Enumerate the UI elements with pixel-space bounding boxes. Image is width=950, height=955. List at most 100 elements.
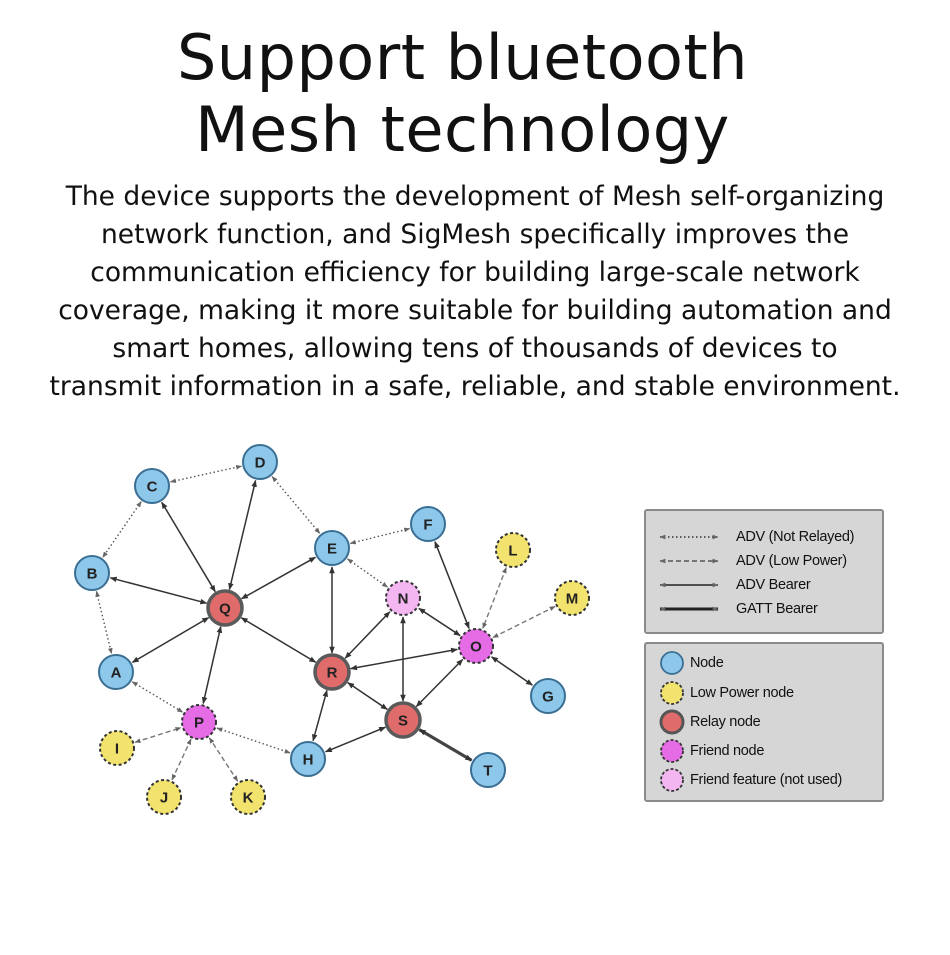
node-circle (242, 444, 278, 480)
node-o: O (458, 628, 494, 664)
node-circle (99, 730, 135, 766)
node-circle (385, 580, 421, 616)
legend-label: Node (690, 655, 724, 671)
edge-S-T (418, 728, 473, 762)
legend-label: ADV (Not Relayed) (736, 529, 855, 545)
node-label: C (147, 479, 158, 496)
node-circle (74, 555, 110, 591)
node-circle-icon (660, 651, 684, 675)
node-circle (314, 530, 350, 566)
node-r: R (313, 653, 351, 691)
node-circle (458, 628, 494, 664)
edge-O-G (491, 656, 533, 686)
node-t: T (470, 752, 506, 788)
node-circle (230, 779, 266, 815)
low-power-circle-icon (660, 681, 684, 705)
node-label: O (470, 639, 482, 656)
legend-friend-node: Friend node (646, 739, 882, 763)
node-circle (146, 779, 182, 815)
double-arrow-icon (659, 606, 719, 612)
edge-B-A (95, 590, 113, 655)
legend-label: Low Power node (690, 685, 794, 701)
node-p: P (181, 704, 217, 740)
edge-I-P (134, 727, 182, 743)
edge-R-N (344, 611, 391, 659)
edge-C-Q (161, 501, 216, 593)
friend-unused-circle-icon (660, 768, 684, 792)
dashed-arrow-icon (659, 558, 719, 564)
edge-E-N (347, 558, 388, 588)
node-n: N (385, 580, 421, 616)
network-edges (95, 464, 556, 782)
relay-circle-icon (659, 709, 685, 735)
node-b: B (74, 555, 110, 591)
node-circle (206, 589, 244, 627)
description-line-4: coverage, making it more suitable for bu… (58, 295, 892, 326)
node-g: G (530, 678, 566, 714)
edge-S-H (324, 726, 387, 753)
edge-F-O (434, 541, 470, 629)
node-label: N (398, 591, 409, 608)
node-circle (98, 654, 134, 690)
node-label: K (243, 790, 254, 807)
edge-Q-E (240, 556, 317, 600)
node-circle (181, 704, 217, 740)
description-line-3: communication efficiency for building la… (90, 257, 860, 288)
description-line-6: transmit information in a safe, reliable… (49, 371, 901, 402)
edge-P-H (216, 727, 291, 754)
node-label: I (115, 741, 119, 758)
node-label: T (483, 763, 492, 780)
edge-A-P (131, 681, 184, 713)
node-circle (410, 506, 446, 542)
node-label: M (566, 591, 579, 608)
legend-label: Relay node (690, 714, 761, 730)
legend-label: Friend node (690, 743, 765, 759)
edge-Q-P (201, 625, 223, 705)
legend-adv-bearer: ADV Bearer (646, 573, 882, 597)
edge-D-Q (228, 479, 257, 591)
legend-node: Node (646, 651, 882, 675)
node-label: F (423, 517, 432, 534)
edge-M-O (492, 605, 556, 639)
line-legend: ADV (Not Relayed) ADV (Low Power) ADV Be… (644, 509, 884, 634)
edge-C-B (102, 501, 142, 558)
friend-circle-icon (660, 739, 684, 763)
legend-label: GATT Bearer (736, 601, 818, 617)
node-l: L (495, 532, 531, 568)
node-label: J (160, 790, 168, 807)
node-circle (554, 580, 590, 616)
legend-adv-not-relayed: ADV (Not Relayed) (646, 525, 882, 549)
node-label: S (398, 713, 408, 730)
node-j: J (146, 779, 182, 815)
legend-relay-node: Relay node (646, 709, 882, 735)
node-q: Q (206, 589, 244, 627)
edge-Q-A (131, 616, 210, 664)
node-s: S (384, 701, 422, 739)
node-circle (470, 752, 506, 788)
edge-C-D (169, 464, 243, 484)
description-line-2: network function, and SigMesh specifical… (100, 219, 850, 250)
edge-R-S (347, 682, 388, 710)
node-a: A (98, 654, 134, 690)
node-circle (313, 653, 351, 691)
node-m: M (554, 580, 590, 616)
description: The device supports the development of M… (30, 178, 920, 406)
edge-D-E (271, 476, 321, 534)
edge-O-R (350, 647, 458, 671)
node-label: G (542, 689, 554, 706)
node-circle (495, 532, 531, 568)
legend-low-power-node: Low Power node (646, 681, 882, 705)
node-legend: Node Low Power node Relay node Friend no… (644, 642, 884, 802)
node-circle (134, 468, 170, 504)
node-e: E (314, 530, 350, 566)
edge-O-S (415, 658, 464, 708)
title-line-2: Mesh technology (195, 93, 730, 166)
node-h: H (290, 741, 326, 777)
edge-N-O (418, 607, 461, 637)
node-f: F (410, 506, 446, 542)
legend-gatt-bearer: GATT Bearer (646, 597, 882, 621)
node-label: H (303, 752, 314, 769)
edge-B-Q (109, 576, 208, 605)
